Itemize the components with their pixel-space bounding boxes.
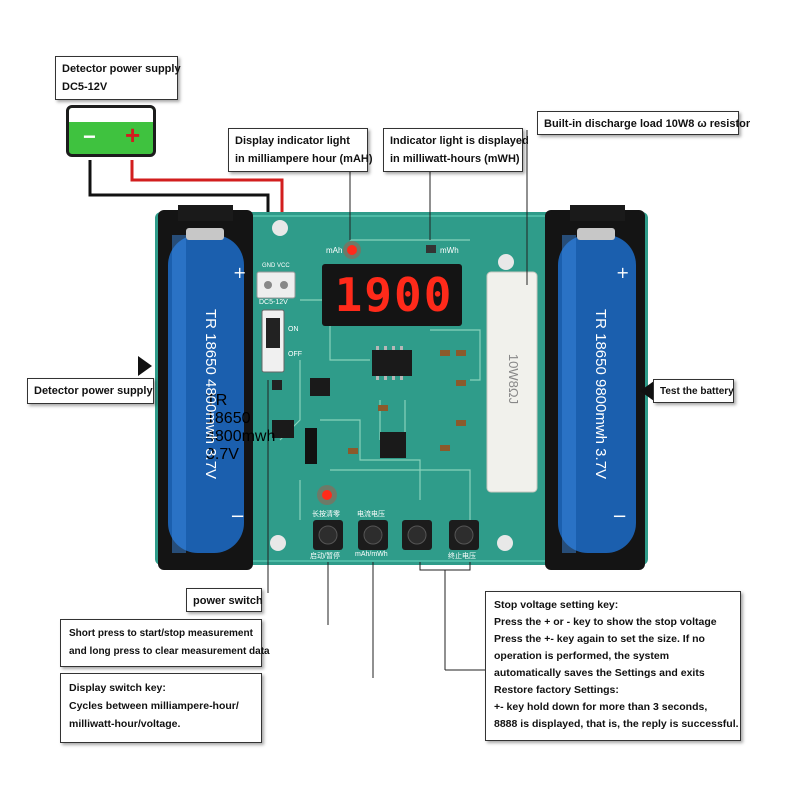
right-battery [558,235,636,553]
callout-power-switch: power switch [186,588,263,612]
switch-off-label: OFF [288,351,302,358]
buttons-row [313,520,479,550]
callout-test-battery: Test the battery [653,379,734,403]
btn-top-label-cv: 电流电压 [357,511,385,518]
resistor-label: 10W8ΩJ [506,353,521,405]
callout-short-press: Short press to start/stop measurement an… [60,619,270,667]
supply-minus-label: − [83,124,96,149]
btn-label-stop: 终止电压 [448,553,476,560]
callout-mwh-light: Indicator light is displayed in milliwat… [383,128,529,172]
mah-led [347,245,357,255]
display-reading: 1900 [334,268,454,322]
callout-stop-voltage: Stop voltage setting key: Press the + or… [485,591,741,741]
right-battery-label: TR 18650 9800mwh 3.7V [592,308,609,480]
btn-label-mode: mAh/mWh [355,551,388,558]
power-supply-icon: − + [66,105,156,157]
mwh-label: mWh [440,246,459,255]
svg-text:−: − [612,506,627,527]
callout-display-switch: Display switch key: Cycles between milli… [60,673,262,743]
svg-text:+: + [233,263,246,282]
callout-mah-light: Display indicator light in milliampere h… [228,128,373,172]
callout-detector-supply-left: Detector power supply [27,378,154,404]
switch-on-label: ON [288,326,299,333]
callout-resistor: Built-in discharge load 10W8 ω resistor [537,111,750,135]
supply-plus-label: + [125,120,141,150]
left-battery [168,235,244,553]
left-arrow-icon [138,356,152,376]
mwh-led [426,245,436,253]
right-arrow-icon [640,381,654,401]
mah-label: mAh [326,246,343,255]
callout-detector-supply-top: Detector power supply DC5-12V [55,56,181,100]
gnd-vcc-label: GND VCC [262,263,290,269]
btn-top-label-clear: 长按清零 [312,511,340,518]
led-display [322,264,462,326]
dc-connector [256,271,296,299]
btn-label-start: 启动/暂停 [310,553,340,560]
svg-text:−: − [230,506,245,527]
svg-text:+: + [616,263,629,282]
left-battery-label: TR 18650 4800mwh 3.7V [202,308,219,480]
dc-label: DC5-12V [259,299,288,306]
resistor-body [486,271,538,493]
